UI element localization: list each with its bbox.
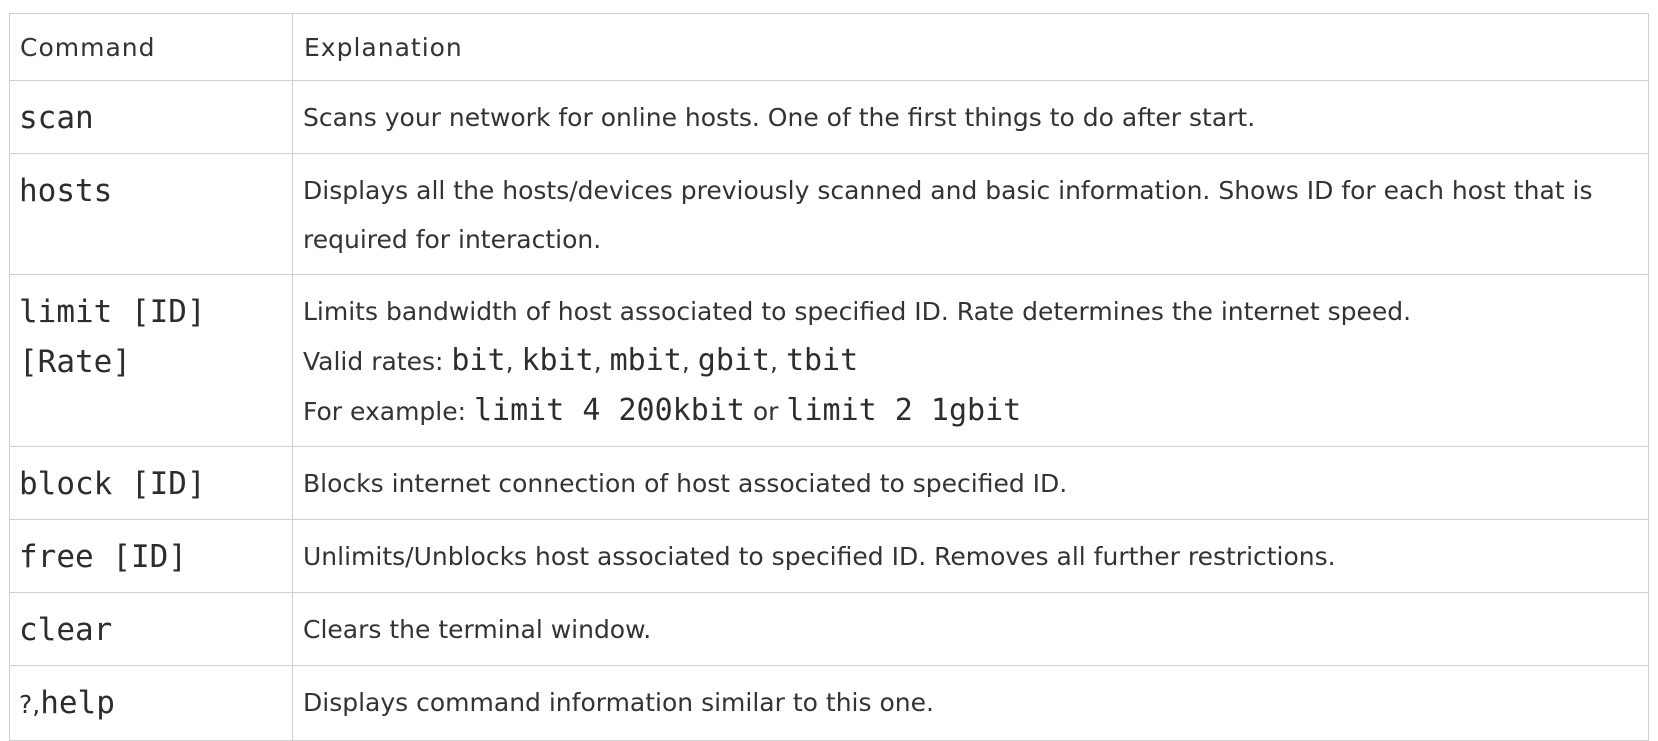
- command-prefix: ?,: [19, 690, 41, 719]
- rate-code: gbit: [697, 343, 771, 378]
- explanation-cell: Scans your network for online hosts. One…: [292, 80, 1649, 154]
- table-row: free [ID] Unlimits/Unblocks host associa…: [9, 519, 1649, 593]
- command-text-line-1: limit [ID]: [19, 294, 206, 330]
- table-row: clear Clears the terminal window.: [9, 592, 1649, 666]
- command-text: free [ID]: [19, 539, 187, 575]
- example-code-1: limit 4 200kbit: [474, 393, 745, 428]
- table-row: block [ID] Blocks internet connection of…: [9, 446, 1649, 520]
- example-line: For example: limit 4 200kbit or limit 2 …: [303, 386, 1637, 436]
- command-text: clear: [19, 612, 113, 648]
- rate-separator: ,: [593, 347, 602, 376]
- table-row: scan Scans your network for online hosts…: [9, 80, 1649, 154]
- command-cell: limit [ID] [Rate]: [9, 274, 293, 447]
- explanation-cell: Displays command information similar to …: [292, 665, 1649, 741]
- rate-code: bit: [451, 343, 506, 378]
- command-text: hosts: [19, 173, 113, 209]
- table-header-row: Command Explanation: [9, 13, 1649, 81]
- command-text: block [ID]: [19, 466, 206, 502]
- rate-separator: ,: [770, 347, 778, 376]
- command-cell: ?,help: [9, 665, 293, 741]
- explanation-cell: Displays all the hosts/devices previousl…: [292, 153, 1649, 275]
- table-row: limit [ID] [Rate] Limits bandwidth of ho…: [9, 274, 1649, 447]
- command-text: ?,help: [19, 678, 284, 730]
- rate-code: kbit: [521, 343, 594, 378]
- rate-code: tbit: [785, 343, 859, 378]
- command-cell: scan: [9, 80, 293, 154]
- command-cell: free [ID]: [9, 519, 293, 593]
- command-text: scan: [19, 100, 94, 136]
- explanation-cell: Clears the terminal window.: [292, 592, 1649, 666]
- explanation-line: Limits bandwidth of host associated to s…: [303, 297, 1412, 326]
- explanation-cell: Blocks internet connection of host assoc…: [292, 446, 1649, 520]
- rate-code: mbit: [609, 343, 682, 378]
- example-code-2: limit 2 1gbit: [786, 393, 1022, 428]
- example-label: For example:: [303, 397, 467, 426]
- valid-rates-line: Valid rates: bit, kbit, mbit, gbit, tbit: [303, 336, 1637, 386]
- example-or: or: [752, 397, 779, 426]
- command-table: Command Explanation scan Scans your netw…: [9, 13, 1649, 741]
- command-cell: block [ID]: [9, 446, 293, 520]
- command-cell: hosts: [9, 153, 293, 275]
- header-explanation: Explanation: [292, 13, 1649, 81]
- command-cell: clear: [9, 592, 293, 666]
- explanation-cell: Unlimits/Unblocks host associated to spe…: [292, 519, 1649, 593]
- rate-separator: ,: [505, 347, 514, 376]
- table-row: ?,help Displays command information simi…: [9, 665, 1649, 741]
- valid-rates-label: Valid rates:: [303, 347, 444, 376]
- rate-separator: ,: [681, 347, 690, 376]
- table-row: hosts Displays all the hosts/devices pre…: [9, 153, 1649, 275]
- explanation-cell: Limits bandwidth of host associated to s…: [292, 274, 1649, 447]
- command-help: help: [40, 685, 115, 721]
- command-text-line-2: [Rate]: [19, 344, 131, 380]
- command-table-container: Command Explanation scan Scans your netw…: [9, 13, 1649, 741]
- header-command: Command: [9, 13, 293, 81]
